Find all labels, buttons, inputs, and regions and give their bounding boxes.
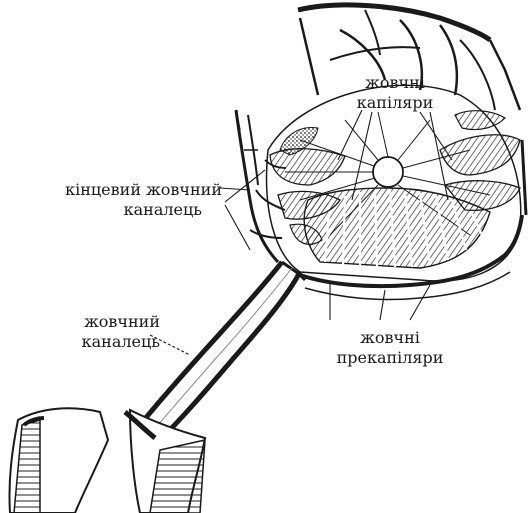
precapillaries-label: жовчні прекапіляри <box>315 328 465 368</box>
bile-capillaries-label: жовчні капіляри <box>335 73 455 113</box>
terminal-duct-label: кінцевий жовчний каналець <box>2 180 222 220</box>
bile-duct-label: жовчний каналець <box>20 312 160 352</box>
lobule <box>267 5 526 300</box>
bile-duct <box>140 262 305 440</box>
